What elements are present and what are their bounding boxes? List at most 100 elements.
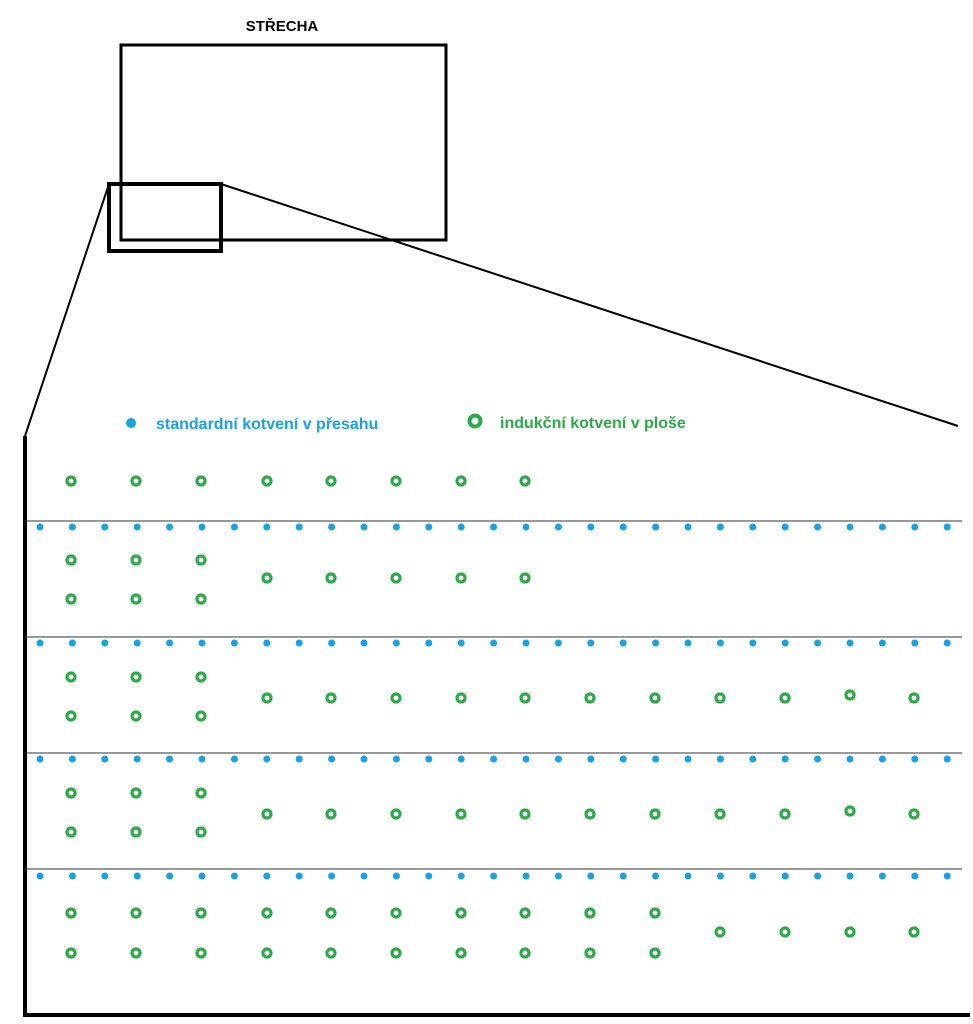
anchor-layer [36,475,951,959]
induction-anchor-ring [65,710,77,722]
induction-anchor-ring [130,710,142,722]
induction-anchor-ring [519,572,531,584]
induction-anchor-ring [455,907,467,919]
standard-anchor-dot [814,872,822,880]
standard-anchor-dot [652,755,660,763]
standard-anchor-dot [911,523,919,531]
induction-anchor-ring [908,692,920,704]
standard-anchor-dot [781,872,789,880]
standard-anchor-dot [522,755,530,763]
roof-title: STŘECHA [246,17,319,35]
induction-anchor-ring [325,947,337,959]
induction-anchor-ring [325,907,337,919]
induction-anchor-ring [65,826,77,838]
standard-anchor-dot [295,755,303,763]
legend-induction-label: indukční kotvení v ploše [500,415,686,432]
standard-anchor-dot [846,639,854,647]
induction-anchor-ring [195,710,207,722]
standard-anchor-dot [392,872,400,880]
green-ring-icon [467,413,483,429]
standard-anchor-dot [166,872,174,880]
induction-anchor-ring [908,808,920,820]
induction-anchor-ring [519,907,531,919]
induction-anchor-ring [779,926,791,938]
zoom-guide-right [220,183,959,427]
induction-anchor-ring [65,947,77,959]
induction-anchor-ring [130,475,142,487]
standard-anchor-dot [457,872,465,880]
standard-anchor-dot [716,755,724,763]
standard-anchor-dot [295,523,303,531]
standard-anchor-dot [943,639,951,647]
standard-anchor-dot [652,523,660,531]
detail-selection-box [107,182,223,253]
induction-anchor-ring [195,826,207,838]
induction-anchor-ring [325,572,337,584]
induction-anchor-ring [390,947,402,959]
standard-anchor-dot [36,523,44,531]
induction-anchor-ring [584,808,596,820]
standard-anchor-dot [328,872,336,880]
standard-anchor-dot [781,755,789,763]
standard-anchor-dot [360,523,368,531]
standard-anchor-dot [652,639,660,647]
induction-anchor-ring [455,692,467,704]
standard-anchor-dot [166,755,174,763]
induction-anchor-ring [130,787,142,799]
induction-anchor-ring [584,947,596,959]
standard-anchor-dot [68,872,76,880]
induction-anchor-ring [714,926,726,938]
standard-anchor-dot [425,523,433,531]
induction-anchor-ring [844,805,856,817]
induction-anchor-ring [390,692,402,704]
standard-anchor-dot [781,639,789,647]
induction-anchor-ring [130,907,142,919]
induction-anchor-ring [130,947,142,959]
standard-anchor-dot [878,523,886,531]
induction-anchor-ring [195,907,207,919]
induction-anchor-ring [325,692,337,704]
induction-anchor-ring [390,808,402,820]
standard-anchor-dot [684,639,692,647]
standard-anchor-dot [263,755,271,763]
induction-anchor-ring [261,692,273,704]
induction-anchor-ring [779,808,791,820]
induction-anchor-ring [261,475,273,487]
standard-anchor-dot [814,639,822,647]
standard-anchor-dot [68,639,76,647]
standard-anchor-dot [716,523,724,531]
standard-anchor-dot [684,523,692,531]
standard-anchor-dot [295,872,303,880]
standard-anchor-dot [263,523,271,531]
standard-anchor-dot [133,639,141,647]
standard-anchor-dot [522,639,530,647]
induction-anchor-ring [455,475,467,487]
standard-anchor-dot [457,639,465,647]
standard-anchor-dot [425,639,433,647]
standard-anchor-dot [522,523,530,531]
standard-anchor-dot [522,872,530,880]
standard-anchor-dot [457,523,465,531]
standard-anchor-dot [101,755,109,763]
standard-anchor-dot [490,639,498,647]
induction-anchor-ring [649,947,661,959]
standard-anchor-dot [619,872,627,880]
induction-anchor-ring [65,907,77,919]
standard-anchor-dot [911,755,919,763]
standard-anchor-dot [554,872,562,880]
standard-anchor-dot [230,639,238,647]
induction-anchor-ring [519,808,531,820]
standard-anchor-dot [166,639,174,647]
induction-anchor-ring [195,554,207,566]
induction-anchor-ring [195,671,207,683]
standard-anchor-dot [392,755,400,763]
standard-anchor-dot [101,872,109,880]
standard-anchor-dot [554,755,562,763]
induction-anchor-ring [908,926,920,938]
standard-anchor-dot [684,755,692,763]
standard-anchor-dot [554,523,562,531]
induction-anchor-ring [195,947,207,959]
standard-anchor-dot [684,872,692,880]
standard-anchor-dot [943,523,951,531]
induction-anchor-ring [130,554,142,566]
